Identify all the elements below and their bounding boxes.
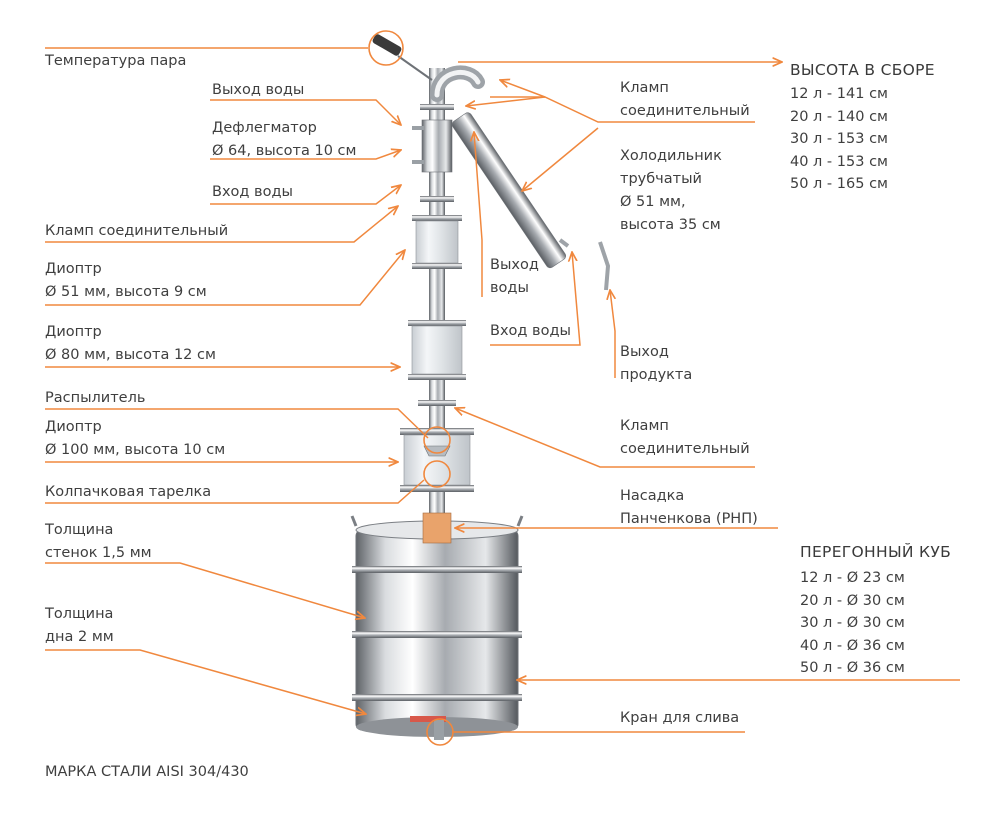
bottom-thickness-title: Толщина bbox=[45, 606, 114, 622]
clamp-top-right-sub: соединительный bbox=[620, 103, 750, 119]
bottom-thickness-value: дна 2 мм bbox=[45, 629, 114, 645]
cube-list: 12 л - Ø 23 см 20 л - Ø 30 см 30 л - Ø 3… bbox=[800, 567, 905, 680]
water-out-cooler-label: Выход воды bbox=[490, 254, 539, 300]
clamp-top-right-label: Кламп соединительный bbox=[620, 77, 750, 123]
leader-lines bbox=[45, 47, 960, 733]
cube-row: 30 л - Ø 30 см bbox=[800, 615, 905, 631]
clamp-left-label: Кламп соединительный bbox=[45, 223, 229, 239]
water-in-top-label: Вход воды bbox=[212, 184, 293, 200]
cube-row: 50 л - Ø 36 см bbox=[800, 660, 905, 676]
bubble-tray-label: Колпачковая тарелка bbox=[45, 484, 212, 500]
column bbox=[400, 68, 474, 544]
distiller-body bbox=[350, 34, 611, 740]
clamp-mid-right-title: Кламп bbox=[620, 418, 669, 434]
product-out-label: Выход продукта bbox=[620, 341, 692, 387]
cooler-line: высота 35 см bbox=[620, 217, 721, 233]
boiler-tank bbox=[350, 515, 524, 740]
height-row: 20 л - 140 см bbox=[790, 108, 888, 125]
dephlegmator-size: Ø 64, высота 10 см bbox=[212, 143, 357, 159]
cube-row: 40 л - Ø 36 см bbox=[800, 637, 905, 654]
sprayer-label: Распылитель bbox=[45, 390, 146, 406]
panchenkov-sub: Панченкова (РНП) bbox=[620, 511, 758, 527]
cube-row: 12 л - Ø 23 см bbox=[800, 570, 905, 586]
clamp-mid-right-sub: соединительный bbox=[620, 441, 750, 457]
diopter-100-label: Диоптр Ø 100 мм, высота 10 см bbox=[45, 416, 225, 462]
dephlegmator-title: Дефлегматор bbox=[212, 120, 317, 136]
steel-grade-label: МАРКА СТАЛИ AISI 304/430 bbox=[45, 764, 249, 780]
cube-row: 20 л - Ø 30 см bbox=[800, 592, 905, 609]
cooler-line: трубчатый bbox=[620, 171, 702, 187]
diopter-80-label: Диоптр Ø 80 мм, высота 12 см bbox=[45, 321, 216, 367]
diopter-80-title: Диоптр bbox=[45, 324, 102, 340]
panchenkov-title: Насадка bbox=[620, 488, 685, 504]
panchenkov-label: Насадка Панченкова (РНП) bbox=[620, 485, 758, 531]
clamp-mid-right-label: Кламп соединительный bbox=[620, 415, 750, 461]
dephlegmator-label: Дефлегматор Ø 64, высота 10 см bbox=[212, 117, 356, 163]
sprayer-highlight bbox=[423, 426, 451, 454]
height-row: 30 л - 153 см bbox=[790, 131, 888, 147]
vapor-pipe-and-cooler bbox=[372, 34, 611, 291]
product-out-title: Выход bbox=[620, 344, 669, 360]
clamp-top-right-title: Кламп bbox=[620, 80, 669, 96]
wall-thickness-title: Толщина bbox=[45, 522, 114, 538]
wall-thickness-value: стенок 1,5 мм bbox=[45, 545, 152, 561]
cooler-line: Ø 51 мм, bbox=[620, 194, 686, 210]
bottom-thickness-label: Толщина дна 2 мм bbox=[45, 603, 114, 649]
water-in-cooler-label: Вход воды bbox=[490, 323, 571, 339]
wall-thickness-label: Толщина стенок 1,5 мм bbox=[45, 519, 152, 565]
cooler-line: Холодильник bbox=[620, 148, 722, 164]
cube-title: ПЕРЕГОННЫЙ КУБ bbox=[800, 543, 952, 561]
vapor-temperature-label: Температура пара bbox=[45, 53, 187, 69]
water-out-top-label: Выход воды bbox=[212, 82, 305, 98]
height-title: ВЫСОТА В СБОРЕ bbox=[790, 61, 935, 79]
diopter-80-size: Ø 80 мм, высота 12 см bbox=[45, 347, 216, 363]
thermometer-highlight bbox=[368, 30, 404, 66]
height-row: 40 л - 153 см bbox=[790, 153, 888, 170]
drain-tap-label: Кран для слива bbox=[620, 710, 740, 726]
height-list: 12 л - 141 см 20 л - 140 см 30 л - 153 с… bbox=[790, 83, 888, 196]
water-out-cooler-title: Выход bbox=[490, 257, 539, 273]
diopter-100-title: Диоптр bbox=[45, 419, 102, 435]
cooler-label: Холодильник трубчатый Ø 51 мм, высота 35… bbox=[620, 145, 722, 237]
height-row: 12 л - 141 см bbox=[790, 86, 888, 102]
diopter-51-size: Ø 51 мм, высота 9 см bbox=[45, 284, 207, 300]
water-out-cooler-sub: воды bbox=[490, 280, 529, 296]
diopter-100-size: Ø 100 мм, высота 10 см bbox=[45, 442, 226, 458]
diopter-51-title: Диоптр bbox=[45, 261, 102, 277]
bubble-tray-highlight bbox=[423, 460, 451, 488]
height-row: 50 л - 165 см bbox=[790, 176, 888, 192]
product-out-sub: продукта bbox=[620, 367, 693, 383]
diopter-51-label: Диоптр Ø 51 мм, высота 9 см bbox=[45, 258, 207, 304]
